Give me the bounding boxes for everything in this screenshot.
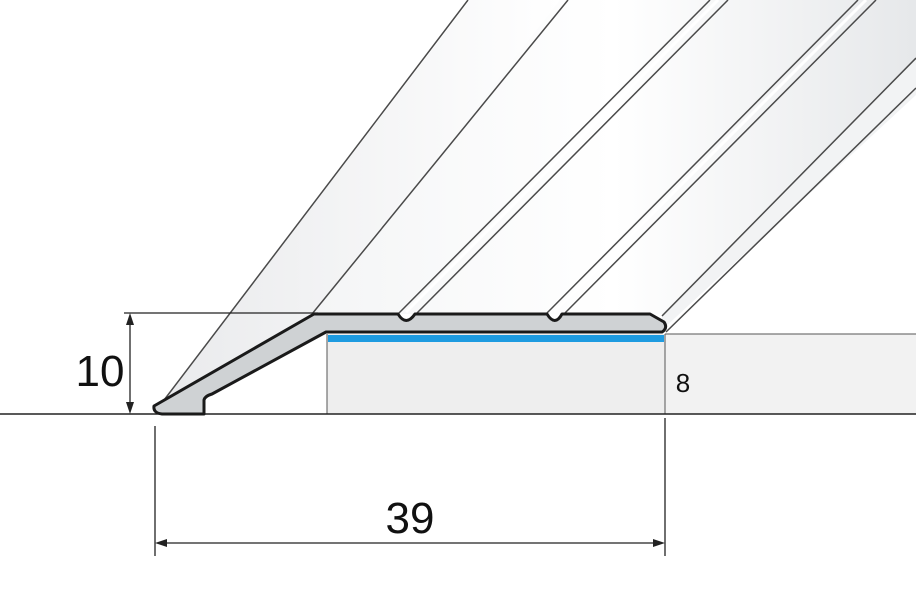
substrate-block <box>327 334 665 414</box>
groove-2-edge-a <box>545 0 859 315</box>
width-arrow-left <box>155 539 167 547</box>
profile-extrusion <box>157 0 916 409</box>
width-total-label: 39 <box>386 494 435 543</box>
height-total-label: 10 <box>76 347 125 396</box>
height-arrow-top <box>126 313 134 325</box>
width-dimension <box>154 418 666 556</box>
groove-2-edge-b <box>563 0 877 315</box>
width-arrow-right <box>653 539 665 547</box>
extrusion-top-surface <box>312 0 916 314</box>
edge-right-bottom <box>665 87 916 333</box>
groove-1 <box>397 0 729 315</box>
extrusion-bevel-surface <box>158 0 560 408</box>
adhesive-strip <box>328 335 664 342</box>
groove-1-edge-b <box>415 0 729 315</box>
edge-bevel-top <box>311 0 569 315</box>
extrusion-edges <box>157 0 916 409</box>
substrate <box>326 333 916 414</box>
height-arrow-bottom <box>126 402 134 414</box>
groove-2-highlight <box>552 0 868 314</box>
groove-2 <box>545 0 877 315</box>
groove-1-edge-a <box>397 0 711 315</box>
edge-right-top <box>661 57 916 317</box>
profile-cross-section <box>152 312 668 416</box>
substrate-continuation <box>665 334 916 414</box>
edge-bevel-tip <box>157 0 469 409</box>
height-dimension <box>124 312 318 414</box>
groove-1-highlight <box>404 0 720 314</box>
substrate-height-label: 8 <box>676 368 690 398</box>
extrusion-right-surface <box>662 60 916 330</box>
